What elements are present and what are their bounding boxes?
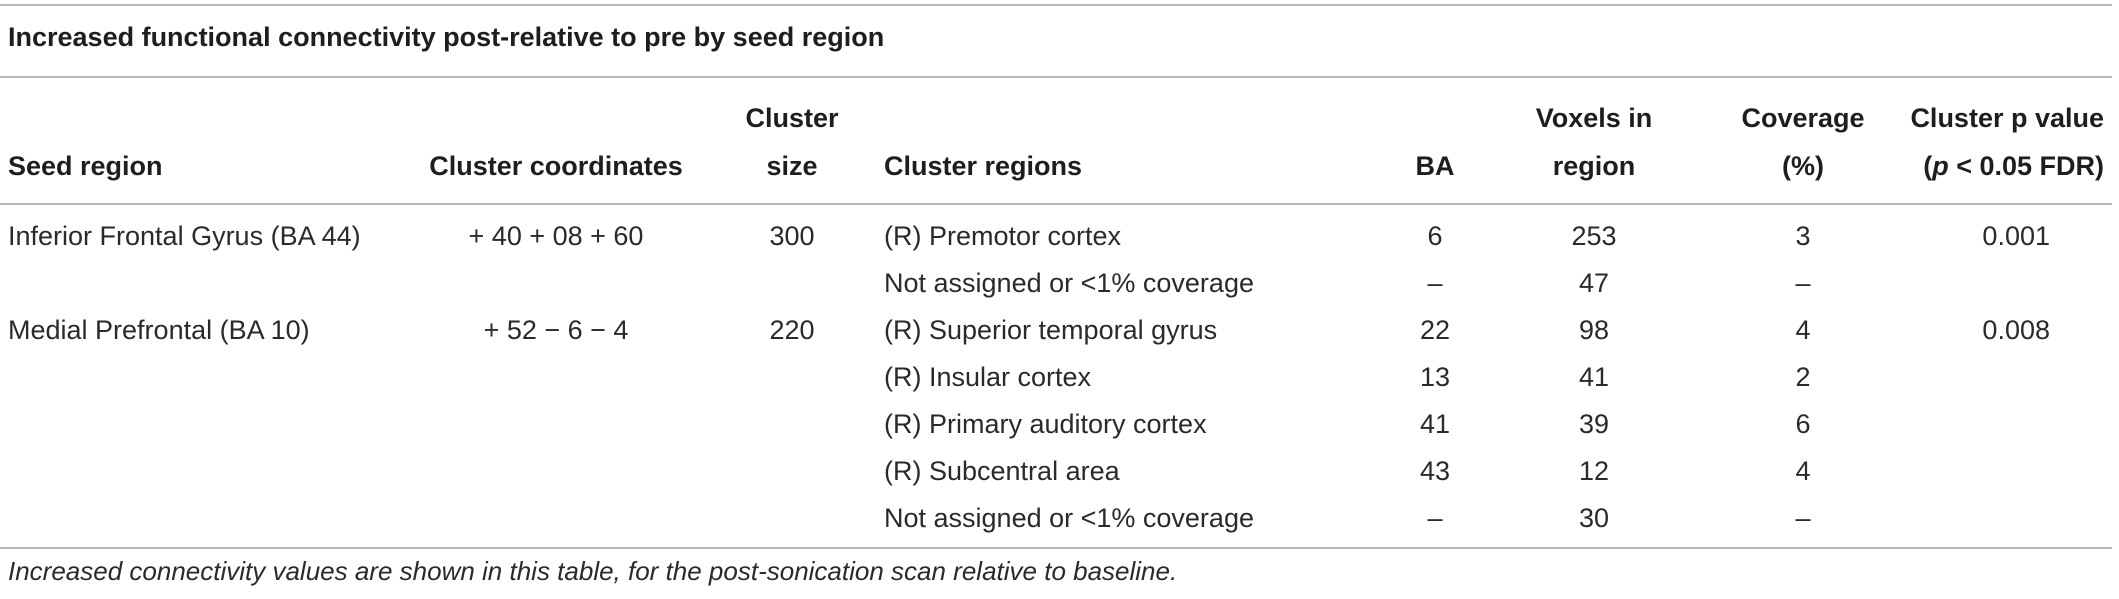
cell-ba: – xyxy=(1427,503,1443,533)
cell-voxels: 47 xyxy=(1578,268,1610,298)
col-header-pvalue-rest: < 0.05 FDR) xyxy=(1948,151,2104,181)
cell-p-value xyxy=(1902,354,2112,401)
col-header-voxels-line1: Voxels in xyxy=(1535,103,1653,133)
cell-cluster-size xyxy=(708,401,876,448)
cell-coverage: 4 xyxy=(1795,315,1811,345)
table-footnote: Increased connectivity values are shown … xyxy=(8,556,1178,586)
cell-p-value xyxy=(1902,448,2112,495)
cell-cluster-coordinates xyxy=(404,260,708,307)
cell-voxels: 98 xyxy=(1578,315,1610,345)
cell-cluster-region: (R) Premotor cortex xyxy=(884,221,1122,251)
cell-ba: 13 xyxy=(1419,362,1451,392)
cell-cluster-size xyxy=(708,354,876,401)
cell-cluster-region: (R) Subcentral area xyxy=(884,456,1120,486)
bottom-rule xyxy=(0,547,2112,549)
cell-cluster-size xyxy=(708,495,876,542)
cell-voxels: 41 xyxy=(1578,362,1610,392)
cell-coverage: 6 xyxy=(1795,409,1811,439)
cell-seed-region xyxy=(0,354,404,401)
cell-seed-region xyxy=(0,495,404,542)
col-header-cluster-regions: Cluster regions xyxy=(884,151,1083,181)
cell-cluster-coordinates: + 40 + 08 + 60 xyxy=(468,221,644,251)
cell-ba: 43 xyxy=(1419,456,1451,486)
cell-p-value xyxy=(1902,260,2112,307)
cell-ba: 41 xyxy=(1419,409,1451,439)
title-rule xyxy=(0,76,2112,78)
col-header-voxels: Voxels in region xyxy=(1484,94,1704,204)
cell-voxels: 30 xyxy=(1578,503,1610,533)
cell-cluster-coordinates xyxy=(404,401,708,448)
cell-voxels: 39 xyxy=(1578,409,1610,439)
cell-coverage: 4 xyxy=(1795,456,1811,486)
cell-coverage: 2 xyxy=(1795,362,1811,392)
connectivity-table: Seed region Cluster coordinates Cluster … xyxy=(0,94,2112,542)
table-row: (R) Primary auditory cortex 41 39 6 xyxy=(0,401,2112,448)
cell-seed-region: Medial Prefrontal (BA 10) xyxy=(8,315,310,345)
cell-cluster-size: 300 xyxy=(769,221,815,251)
cell-coverage: 3 xyxy=(1795,221,1811,251)
col-header-voxels-line2: region xyxy=(1552,151,1636,181)
cell-cluster-size xyxy=(708,448,876,495)
col-header-ba: BA xyxy=(1415,151,1455,181)
col-header-pvalue-open: ( xyxy=(1923,151,1933,181)
cell-cluster-size: 220 xyxy=(769,315,815,345)
cell-p-value: 0.008 xyxy=(1982,315,2050,345)
table-row: Not assigned or <1% coverage – 30 – xyxy=(0,495,2112,542)
cell-seed-region xyxy=(0,260,404,307)
table-row: Not assigned or <1% coverage – 47 – xyxy=(0,260,2112,307)
cell-coverage: – xyxy=(1795,503,1811,533)
col-header-pvalue-p: p xyxy=(1932,151,1949,181)
table-title: Increased functional connectivity post-r… xyxy=(8,22,885,52)
col-header-cluster-size: Cluster size xyxy=(708,94,876,204)
col-header-seed-region: Seed region xyxy=(8,151,163,181)
top-rule xyxy=(0,4,2112,6)
cell-seed-region xyxy=(0,448,404,495)
col-header-cluster-size-line2: size xyxy=(766,151,818,181)
col-header-pvalue-line1: Cluster p value xyxy=(1910,103,2104,133)
cell-p-value: 0.001 xyxy=(1982,221,2050,251)
col-header-coverage: Coverage (%) xyxy=(1704,94,1902,204)
header-row: Seed region Cluster coordinates Cluster … xyxy=(0,94,2112,204)
cell-cluster-coordinates xyxy=(404,448,708,495)
cell-cluster-region: Not assigned or <1% coverage xyxy=(884,268,1254,298)
cell-voxels: 253 xyxy=(1571,221,1617,251)
cell-cluster-region: (R) Insular cortex xyxy=(884,362,1092,392)
col-header-coverage-line1: Coverage xyxy=(1741,103,1865,133)
col-header-cluster-size-line1: Cluster xyxy=(745,103,839,133)
cell-ba: 22 xyxy=(1419,315,1451,345)
table-row: (R) Subcentral area 43 12 4 xyxy=(0,448,2112,495)
table-row: Medial Prefrontal (BA 10) + 52 − 6 − 4 2… xyxy=(0,307,2112,354)
cell-ba: 6 xyxy=(1427,221,1443,251)
cell-seed-region xyxy=(0,401,404,448)
cell-seed-region: Inferior Frontal Gyrus (BA 44) xyxy=(8,221,361,251)
table-row: Inferior Frontal Gyrus (BA 44) + 40 + 08… xyxy=(0,204,2112,260)
cell-voxels: 12 xyxy=(1578,456,1610,486)
cell-p-value xyxy=(1902,495,2112,542)
cell-cluster-region: (R) Superior temporal gyrus xyxy=(884,315,1218,345)
cell-cluster-size xyxy=(708,260,876,307)
cell-coverage: – xyxy=(1795,268,1811,298)
cell-p-value xyxy=(1902,401,2112,448)
cell-ba: – xyxy=(1427,268,1443,298)
col-header-cluster-coordinates: Cluster coordinates xyxy=(429,151,683,181)
cell-cluster-coordinates: + 52 − 6 − 4 xyxy=(483,315,629,345)
cell-cluster-region: Not assigned or <1% coverage xyxy=(884,503,1254,533)
table-row: (R) Insular cortex 13 41 2 xyxy=(0,354,2112,401)
col-header-coverage-line2: (%) xyxy=(1782,151,1824,181)
cell-cluster-coordinates xyxy=(404,354,708,401)
cell-cluster-region: (R) Primary auditory cortex xyxy=(884,409,1207,439)
cell-cluster-coordinates xyxy=(404,495,708,542)
col-header-cluster-p-value: Cluster p value (p < 0.05 FDR) xyxy=(1902,94,2112,204)
